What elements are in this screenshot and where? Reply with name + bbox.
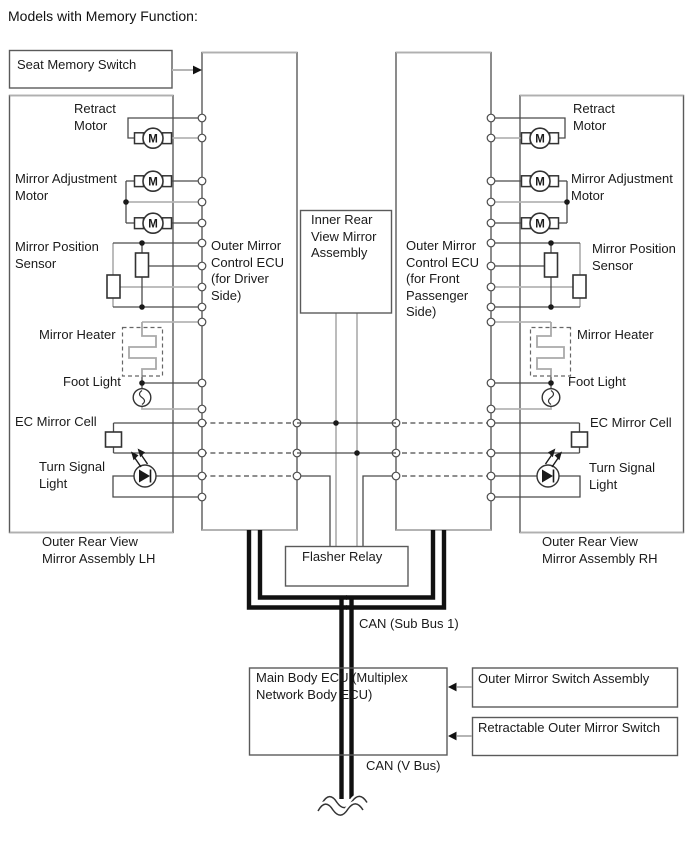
motor-letter: M — [535, 133, 545, 145]
bus-break-squiggle-icon — [315, 793, 370, 819]
retractable-outer-mirror-switch-box — [471, 716, 679, 757]
flasher-relay-box — [284, 545, 409, 587]
label-can-v-bus: CAN (V Bus) — [366, 758, 441, 773]
turn-signal-led-triangle-rh — [542, 469, 555, 483]
label-turn-signal-rh: Turn Signal Light — [589, 460, 655, 492]
label-mirror-adjustment-rh: Mirror Adjustment Motor — [571, 171, 673, 203]
junction-dot-center-b — [354, 450, 360, 456]
label-retract-motor-rh: Retract Motor — [573, 101, 615, 133]
label-assembly-rh: Outer Rear View Mirror Assembly RH — [542, 534, 658, 566]
outer-mirror-switch-box — [471, 667, 679, 708]
center-cross-lines — [297, 422, 396, 454]
label-ecu-lh: Outer Mirror Control ECU (for Driver Sid… — [211, 238, 284, 303]
outer-mirror-switch-arrow-icon — [448, 682, 472, 692]
page-title: Models with Memory Function: — [8, 8, 198, 24]
label-mirror-position-lh: Mirror Position Sensor — [15, 239, 99, 271]
label-foot-light-rh: Foot Light — [568, 374, 626, 389]
label-mirror-heater-rh: Mirror Heater — [577, 327, 654, 342]
motor-letter: M — [148, 133, 158, 145]
inner-rear-view-mirror-box — [299, 209, 393, 314]
label-flasher-relay: Flasher Relay — [302, 549, 383, 564]
label-retractable-switch: Retractable Outer Mirror Switch — [478, 720, 661, 735]
seat-memory-arrow-icon — [172, 65, 202, 75]
label-ecu-rh: Outer Mirror Control ECU (for Front Pass… — [406, 238, 479, 319]
label-ec-mirror-cell-lh: EC Mirror Cell — [15, 414, 97, 429]
motor-letter: M — [148, 176, 158, 188]
label-mirror-adjustment-lh: Mirror Adjustment Motor — [15, 171, 117, 203]
label-inner-rvm: Inner Rear View Mirror Assembly — [311, 212, 377, 260]
main-body-ecu-box — [248, 667, 448, 756]
motor-letters: M M M M M M — [148, 133, 545, 230]
motor-letter: M — [535, 176, 545, 188]
label-ec-mirror-cell-rh: EC Mirror Cell — [590, 415, 672, 430]
motor-letter: M — [148, 218, 158, 230]
retractable-switch-arrow-icon — [448, 731, 472, 741]
label-assembly-lh: Outer Rear View Mirror Assembly LH — [42, 534, 156, 566]
label-turn-signal-lh: Turn Signal Light — [39, 459, 105, 491]
motor-letter: M — [535, 218, 545, 230]
label-outer-mirror-switch: Outer Mirror Switch Assembly — [478, 671, 650, 686]
label-can-sub-bus: CAN (Sub Bus 1) — [359, 616, 459, 631]
junction-dot-center-a — [333, 420, 339, 426]
turn-signal-led-triangle-lh — [139, 469, 152, 483]
label-retract-motor-lh: Retract Motor — [74, 101, 116, 133]
label-seat-memory-switch: Seat Memory Switch — [17, 57, 137, 72]
label-mirror-position-rh: Mirror Position Sensor — [592, 241, 676, 273]
label-mirror-heater-lh: Mirror Heater — [39, 327, 116, 342]
label-main-body-ecu: Main Body ECU (Multiplex Network Body EC… — [256, 670, 408, 702]
label-foot-light-lh: Foot Light — [63, 374, 121, 389]
